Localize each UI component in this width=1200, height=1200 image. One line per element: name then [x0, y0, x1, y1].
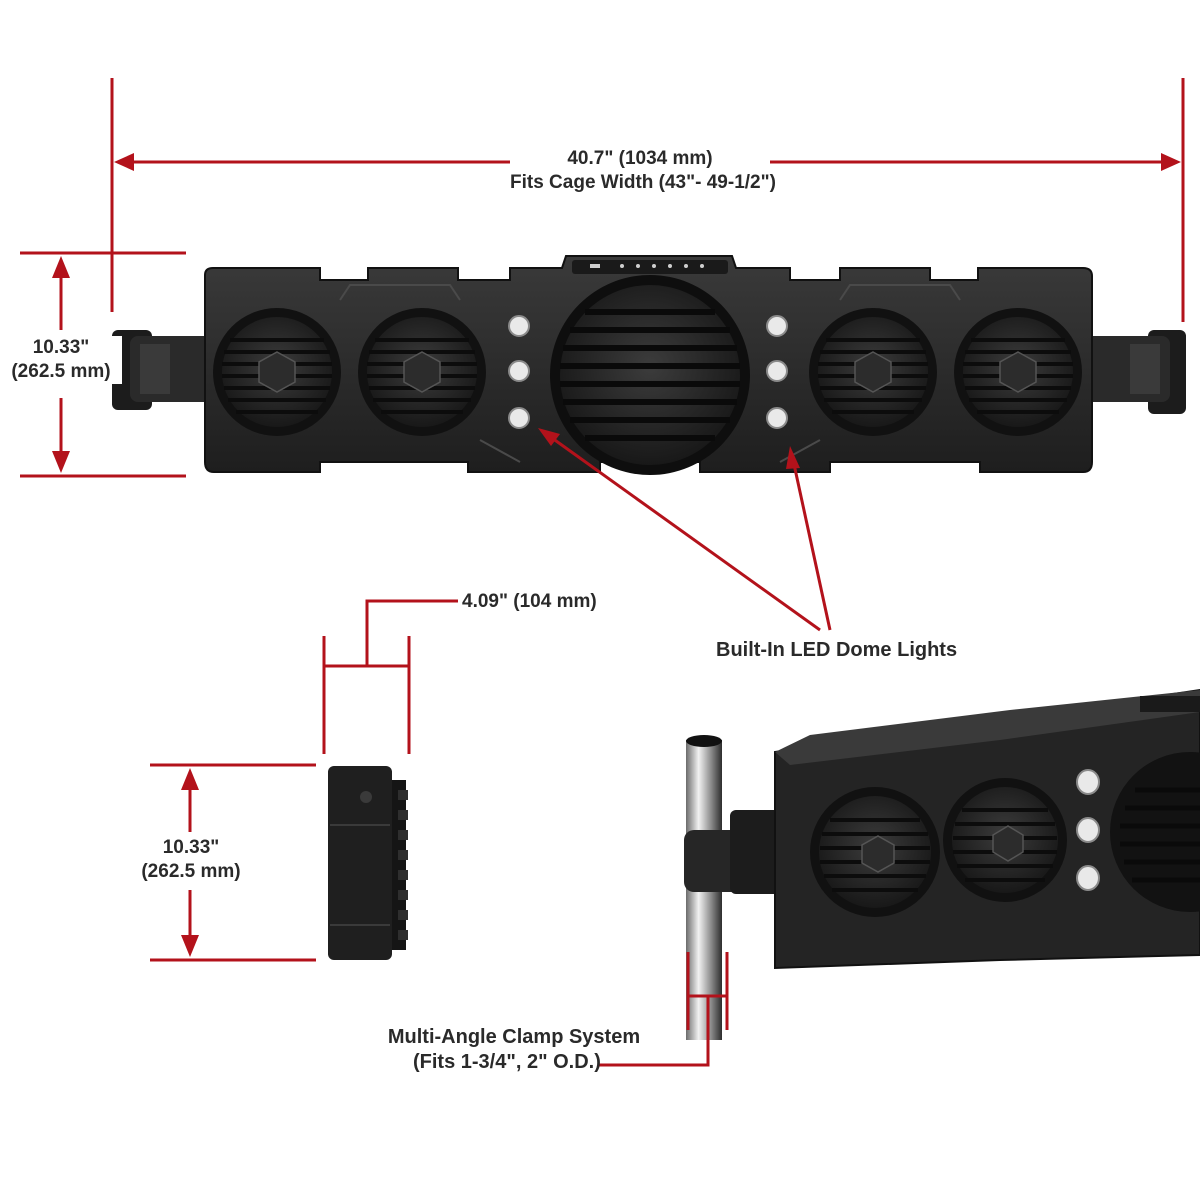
perspective-speaker-2 [943, 778, 1067, 902]
side-height-inches: 10.33" [162, 837, 220, 858]
dimension-lines [20, 78, 1185, 1067]
speaker-right-inner [809, 308, 937, 436]
front-height-mm: (262.5 mm) [11, 360, 111, 382]
front-height-inches: 10.33" [32, 337, 90, 358]
front-height-label: 10.33" (262.5 mm) [0, 336, 122, 384]
front-view-speaker-bar [112, 255, 1186, 475]
perspective-view-speaker-bar [684, 688, 1200, 1040]
perspective-led-lights [1076, 769, 1100, 891]
clamp-system-title: Multi-Angle Clamp System [387, 1026, 641, 1048]
speaker-right-outer [954, 308, 1082, 436]
cage-fit-note: Fits Cage Width (43"- 49-1/2") [510, 171, 776, 193]
clamp-system-callout: Multi-Angle Clamp System (Fits 1-3/4", 2… [385, 1025, 643, 1075]
speaker-left-inner [358, 308, 486, 436]
side-height-label: 10.33" (262.5 mm) [130, 836, 252, 884]
led-lights-callout: Built-In LED Dome Lights [716, 638, 958, 663]
right-clamp [1085, 330, 1186, 414]
perspective-speaker-1 [810, 787, 940, 917]
speaker-left-outer [213, 308, 341, 436]
led-lights-text: Built-In LED Dome Lights [716, 639, 958, 661]
clamp-system-fit: (Fits 1-3/4", 2" O.D.) [413, 1051, 601, 1073]
left-clamp [112, 330, 215, 410]
side-height-mm: (262.5 mm) [141, 860, 241, 882]
depth-value: 4.09" (104 mm) [462, 591, 597, 612]
depth-label: 4.09" (104 mm) [462, 590, 597, 614]
overall-width-value: 40.7" (1034 mm) [567, 148, 713, 169]
overall-width-label: 40.7" (1034 mm) Fits Cage Width (43"- 49… [510, 147, 776, 195]
speaker-center-woofer [550, 275, 750, 475]
side-view-speaker-bar [328, 766, 408, 960]
led-dome-lights [508, 315, 788, 429]
